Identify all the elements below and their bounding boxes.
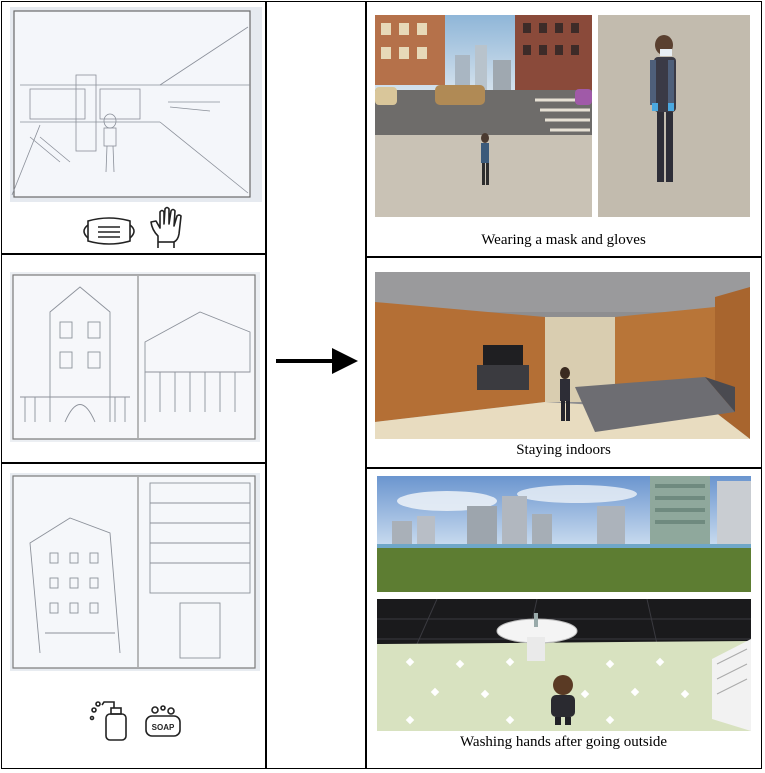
soap-dispenser-icon — [88, 696, 134, 742]
render-indoor-room — [375, 272, 750, 439]
caption-mask-gloves: Wearing a mask and gloves — [481, 232, 646, 248]
left-row-divider-2 — [1, 462, 266, 464]
render-bathroom — [377, 599, 751, 731]
render-character-closeup — [598, 15, 750, 217]
soap-bar-icon: SOAP — [143, 704, 183, 740]
sketch-tall-buildings — [10, 473, 260, 671]
column-divider-right — [365, 1, 367, 769]
right-row-divider-2 — [365, 467, 762, 469]
gloves-icon — [148, 206, 190, 250]
right-row-divider-1 — [365, 256, 762, 258]
render-city-street — [375, 15, 592, 217]
caption-washing-hands: Washing hands after going outside — [459, 734, 668, 750]
render-city-park — [377, 476, 751, 592]
caption-staying-indoors: Staying indoors — [516, 442, 611, 458]
sketch-buildings — [10, 272, 260, 442]
mask-icon — [78, 213, 140, 249]
right-arrow — [276, 346, 358, 376]
left-row-divider-1 — [1, 253, 266, 255]
column-divider-left — [265, 1, 267, 769]
soap-label: SOAP — [152, 723, 175, 732]
sketch-street-scene — [10, 7, 262, 202]
